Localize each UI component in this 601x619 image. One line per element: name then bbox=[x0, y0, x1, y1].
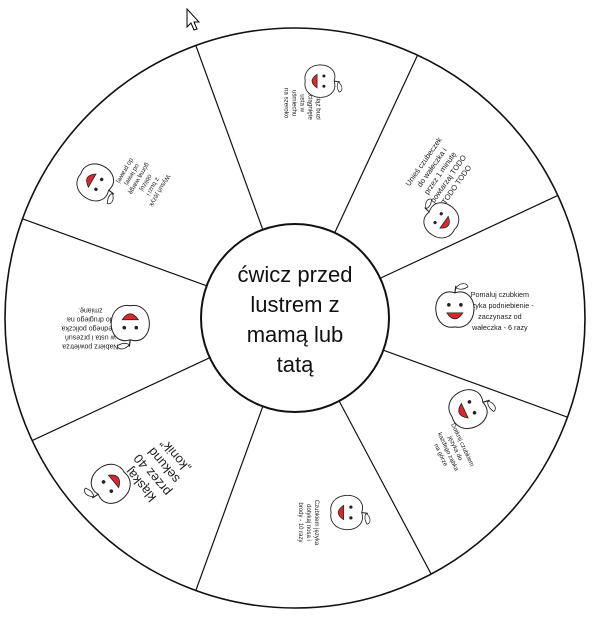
center-title: ćwicz przed lustrem z mamą lub tatą bbox=[238, 262, 353, 377]
wheel-segment: Nabierz powietrza w usta i przesuń z jedne… bbox=[61, 304, 150, 350]
segment-instruction: Nabierz powietrza w usta i przesuń z jedne… bbox=[61, 306, 119, 349]
segment-divider bbox=[338, 400, 432, 575]
segment-divider bbox=[31, 357, 211, 442]
apple-face-icon bbox=[435, 283, 475, 328]
segment-instruction-line: rozciągnięte bbox=[306, 86, 313, 120]
apple-face-icon bbox=[330, 494, 371, 531]
wheel-dividers bbox=[22, 45, 568, 591]
segment-instruction-line: Wyciąż buzi bbox=[314, 87, 321, 120]
segment-instruction-line: Pomaluj czubkiem bbox=[471, 290, 529, 299]
center-title-line: ćwicz przed bbox=[238, 262, 353, 287]
apple-face-icon bbox=[304, 64, 343, 98]
wheel-segments: Wyciąż buzirozciągnięteusta wuśmiechuna … bbox=[61, 64, 534, 546]
segment-instruction-line: do drugiego na bbox=[67, 315, 114, 322]
segment-divider bbox=[383, 349, 568, 418]
segment-divider bbox=[195, 406, 264, 591]
segment-instruction-line: dotykaj nosa i bbox=[305, 504, 311, 541]
center-title-line: mamą lub bbox=[247, 322, 344, 347]
segment-instruction: Pomaluj czubkiem języka podniebienie - zac… bbox=[465, 290, 534, 332]
segment-instruction-line: zaczynasz od bbox=[478, 312, 522, 321]
segment-divider bbox=[379, 194, 559, 279]
wheel-segment: Wyciąż buzirozciągnięteusta wuśmiechuna … bbox=[282, 64, 343, 120]
apple-face-icon bbox=[110, 304, 150, 350]
segment-instruction-line: usta w bbox=[298, 94, 305, 112]
apple-face-icon bbox=[84, 463, 131, 504]
segment-instruction-line: na szeroko bbox=[282, 88, 289, 119]
center-title-line: tatą bbox=[277, 352, 314, 377]
center-title-line: lustrem z bbox=[250, 292, 339, 317]
segment-instruction-line: z jednego policzka bbox=[61, 324, 119, 331]
apple-face-icon bbox=[76, 163, 115, 205]
apple-face-icon bbox=[423, 198, 460, 239]
segment-divider bbox=[195, 45, 264, 230]
segment-instruction-line: wałeczka - 6 razy bbox=[471, 323, 528, 332]
wheel-segment: Pomaluj czubkiem języka podniebienie - zac… bbox=[435, 283, 534, 332]
segment-instruction-line: w usta i przesuń bbox=[65, 333, 117, 340]
segment-instruction-line: zmianę. bbox=[78, 306, 103, 313]
segment-instruction: Czubkiem językadotykaj nosa ibrody - 10 … bbox=[297, 500, 319, 546]
segment-divider bbox=[334, 54, 419, 234]
center-circle bbox=[200, 223, 390, 413]
segment-instruction-line: języka podniebienie - bbox=[465, 301, 534, 310]
segment-instruction: Wyciąż buzirozciągnięteusta wuśmiechuna … bbox=[282, 86, 321, 120]
wheel-segment: Unieś czubeczekdo wałeczka iprzez 1 minu… bbox=[404, 135, 473, 239]
segment-divider bbox=[22, 218, 207, 287]
apple-face-icon bbox=[448, 389, 496, 430]
segment-instruction-line: brody - 10 razy bbox=[297, 502, 303, 542]
segment-instruction-line: Czubkiem języka bbox=[313, 500, 319, 546]
wheel-segment: Czubkiem językadotykaj nosa ibrody - 10 … bbox=[297, 494, 371, 546]
segment-instruction-line: Nabierz powietrza bbox=[62, 342, 118, 349]
segment-instruction-line: uśmiechu bbox=[290, 90, 297, 117]
